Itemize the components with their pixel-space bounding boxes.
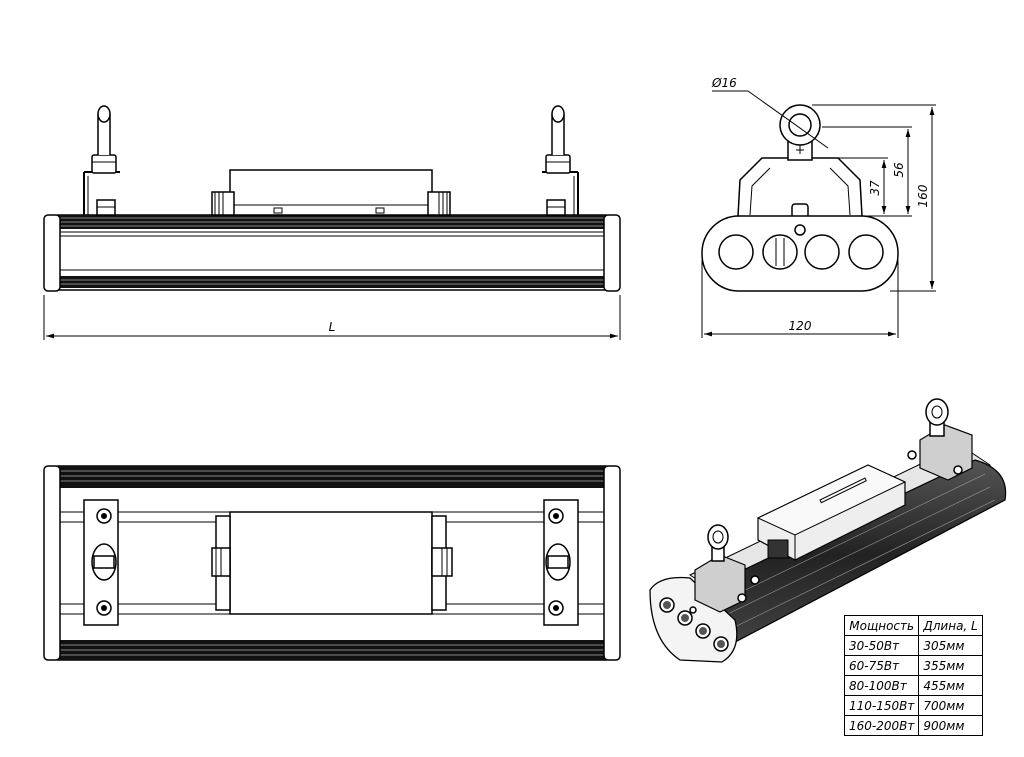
front-view: L <box>43 105 621 340</box>
height-37-label: 37 <box>868 180 882 196</box>
spec-table-header-row: Мощность Длина, L <box>843 615 983 636</box>
length-cell: 355мм <box>918 655 983 676</box>
power-cell: 80-100Вт <box>843 675 920 696</box>
length-cell: 900мм <box>918 715 983 736</box>
height-160-label: 160 <box>916 184 930 207</box>
table-row: 60-75Вт 355мм <box>843 655 983 676</box>
side-view: Ø16 37 56 160 120 <box>701 76 936 338</box>
width-dimension-label: 120 <box>789 319 812 333</box>
driver-box <box>211 169 451 216</box>
height-56-label: 56 <box>892 162 906 178</box>
table-row: 80-100Вт 455мм <box>843 675 983 696</box>
length-cell: 305мм <box>918 635 983 656</box>
power-cell: 60-75Вт <box>843 655 920 676</box>
spec-table: Мощность Длина, L 30-50Вт 305мм 60-75Вт … <box>843 615 983 736</box>
power-cell: 160-200Вт <box>843 715 920 736</box>
length-cell: 455мм <box>918 675 983 696</box>
power-cell: 110-150Вт <box>843 695 920 716</box>
power-cell: 30-50Вт <box>843 635 920 656</box>
table-row: 160-200Вт 900мм <box>843 715 983 736</box>
right-bracket <box>542 105 579 216</box>
top-view <box>43 465 621 661</box>
table-row: 30-50Вт 305мм <box>843 635 983 656</box>
length-column-header: Длина, L <box>918 615 983 636</box>
length-dimension-label: L <box>329 320 336 334</box>
table-row: 110-150Вт 700мм <box>843 695 983 716</box>
hole-diameter-label: Ø16 <box>711 76 737 90</box>
power-column-header: Мощность <box>843 615 920 636</box>
length-cell: 700мм <box>918 695 983 716</box>
isometric-view <box>649 398 1007 663</box>
left-bracket <box>83 105 120 216</box>
